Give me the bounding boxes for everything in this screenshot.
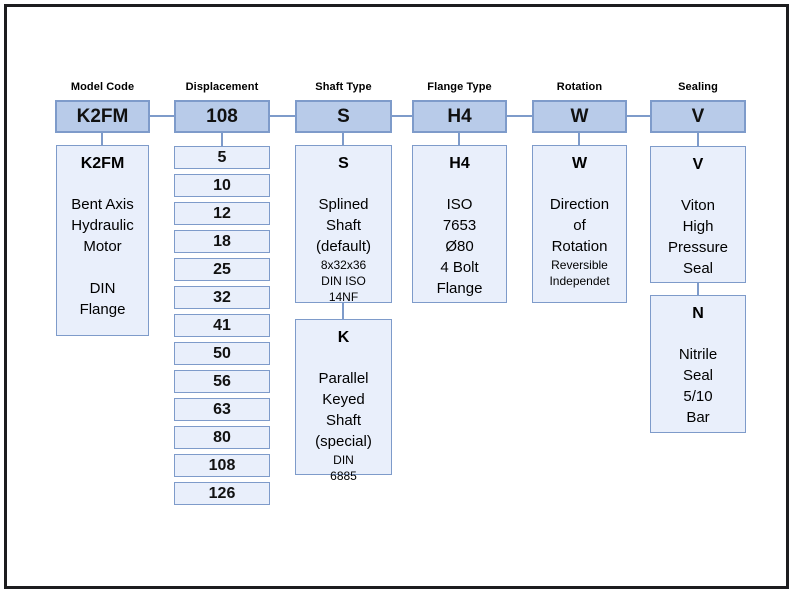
shaft-type-box: S (295, 100, 392, 133)
column-header-model-code: Model Code (70, 81, 135, 93)
detail-body: Viton High Pressure Seal (667, 197, 729, 277)
sealing-box: V (650, 100, 746, 133)
displacement-option: 18 (174, 230, 270, 253)
detail-note: Reversible Independet (549, 258, 610, 288)
detail-title: N (692, 305, 704, 322)
detail-body: Parallel Keyed Shaft (special) (315, 370, 372, 450)
connector-line (458, 133, 460, 145)
displacement-option: 10 (174, 174, 270, 197)
connector-line (578, 133, 580, 145)
detail-body: Splined Shaft (default) (315, 196, 372, 255)
model-code-detail-box: K2FM Bent Axis Hydraulic Motor DIN Flang… (56, 145, 149, 336)
displacement-option: 41 (174, 314, 270, 337)
displacement-option: 63 (174, 398, 270, 421)
displacement-option: 25 (174, 258, 270, 281)
detail-title: S (338, 155, 349, 172)
detail-title: K (337, 329, 350, 346)
detail-title: W (571, 155, 588, 172)
displacement-option: 80 (174, 426, 270, 449)
detail-title: H4 (449, 155, 470, 172)
rotation-box: W (532, 100, 627, 133)
connector-line (392, 115, 412, 117)
detail-note: 8x32x36 DIN ISO 14NF (320, 258, 367, 304)
model-code-box: K2FM (55, 100, 150, 133)
displacement-option: 5 (174, 146, 270, 169)
connector-line (507, 115, 532, 117)
connector-line (270, 115, 295, 117)
detail-body: Nitrile Seal 5/10 Bar (678, 346, 718, 426)
shaft-type-s-detail-box: S Splined Shaft (default) 8x32x36 DIN IS… (295, 145, 392, 304)
column-header-flange-type: Flange Type (427, 81, 492, 93)
connector-line (101, 133, 103, 145)
detail-title: K2FM (80, 155, 125, 172)
column-header-sealing: Sealing (678, 81, 718, 93)
connector-line (697, 133, 699, 146)
connector-line (221, 133, 223, 146)
connector-line (627, 115, 650, 117)
displacement-option: 12 (174, 202, 270, 225)
sealing-v-detail-box: V Viton High Pressure Seal (650, 146, 746, 283)
displacement-option: 108 (174, 454, 270, 477)
sealing-n-detail-box: N Nitrile Seal 5/10 Bar (650, 295, 746, 433)
rotation-detail-box: W Direction of Rotation Reversible Indep… (532, 145, 627, 303)
outer-frame (4, 4, 789, 589)
detail-body: Bent Axis Hydraulic Motor DIN Flange (71, 196, 134, 318)
displacement-option: 50 (174, 342, 270, 365)
displacement-box: 108 (174, 100, 270, 133)
displacement-option: 32 (174, 286, 270, 309)
displacement-option: 126 (174, 482, 270, 505)
connector-line (342, 133, 344, 145)
column-header-displacement: Displacement (185, 81, 259, 93)
flange-type-detail-box: H4 ISO 7653 Ø80 4 Bolt Flange (412, 145, 507, 303)
connector-line (150, 115, 174, 117)
displacement-option: 56 (174, 370, 270, 393)
flange-type-box: H4 (412, 100, 507, 133)
detail-body: ISO 7653 Ø80 4 Bolt Flange (436, 196, 483, 297)
column-header-rotation: Rotation (556, 81, 603, 93)
column-header-shaft-type: Shaft Type (315, 81, 372, 93)
detail-note: DIN 6885 (330, 453, 357, 483)
connector-line (697, 283, 699, 295)
detail-body: Direction of Rotation (549, 196, 610, 255)
detail-title: V (692, 156, 704, 173)
shaft-type-k-detail-box: K Parallel Keyed Shaft (special) DIN 688… (295, 319, 392, 483)
connector-line (342, 303, 344, 319)
